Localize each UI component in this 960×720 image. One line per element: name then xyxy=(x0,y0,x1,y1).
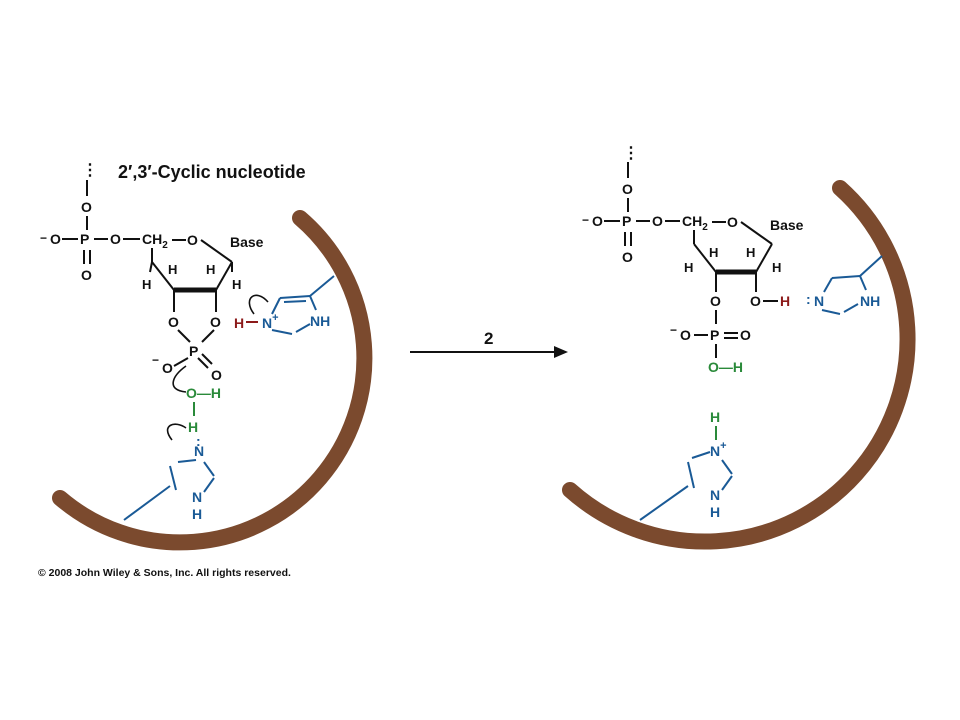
water-H: H xyxy=(188,419,198,435)
reaction-arrow: 2 xyxy=(410,329,568,358)
atom-P-cyclic: P xyxy=(189,343,198,359)
atom-H: H xyxy=(206,262,215,277)
atom-H: H xyxy=(232,277,241,292)
atom-P-right: P xyxy=(622,213,631,229)
atom-P-product: P xyxy=(710,327,719,343)
arrow-water-attack xyxy=(172,365,187,393)
his-NH-right: NH xyxy=(860,293,880,309)
atom-H: H xyxy=(710,504,720,520)
atom-O-bridge: O xyxy=(110,231,121,247)
ring-O-right: O xyxy=(727,214,738,230)
atom-H: H xyxy=(684,260,693,275)
his-N-H-bottom: N xyxy=(710,487,720,503)
atom-O-double: O xyxy=(211,367,222,383)
chain-dots: ⋮ xyxy=(82,162,98,179)
atom-O-top: O xyxy=(81,199,92,215)
atom-H: H xyxy=(192,506,202,522)
atom-H: H xyxy=(142,277,151,292)
left-panel: 2′,3′-Cyclic nucleotide ⋮ O − O P O CH2 … xyxy=(40,162,373,551)
atom-O-left: O xyxy=(50,231,61,247)
atom-O-bottom-right: O xyxy=(622,249,633,265)
transferred-H: H xyxy=(710,409,720,425)
step-number: 2 xyxy=(484,329,493,348)
water-O-H: O—H xyxy=(186,385,221,401)
atom-H: H xyxy=(772,260,781,275)
charge-minus: − xyxy=(40,231,47,245)
atom-H: H xyxy=(168,262,177,277)
his-N-H: N xyxy=(192,489,202,505)
copyright-notice: © 2008 John Wiley & Sons, Inc. All right… xyxy=(38,567,291,579)
atom-O-3prime: O xyxy=(168,314,179,330)
his-N-bottom: N xyxy=(194,443,204,459)
product-proton-H: H xyxy=(780,293,790,309)
charge-minus: − xyxy=(670,323,677,337)
chain-dots-right: ⋮ xyxy=(623,145,639,162)
atom-O-bottom: O xyxy=(81,267,92,283)
ring-O: O xyxy=(187,232,198,248)
arrow-proton-transfer xyxy=(248,294,269,315)
his-N-plus: N+ xyxy=(262,312,279,331)
his-lone-pair: : xyxy=(196,433,201,449)
atom-O-left-right: O xyxy=(592,213,603,229)
atom-O-bridge-right: O xyxy=(652,213,663,229)
enzyme-wall-left xyxy=(52,210,373,551)
product-O-H: O—H xyxy=(708,359,743,375)
charge-minus: − xyxy=(152,353,159,367)
arrow-deprotonation xyxy=(166,423,187,441)
atom-O-top-right: O xyxy=(622,181,633,197)
atom-O-2prime-right: O xyxy=(750,293,761,309)
base-label-right: Base xyxy=(770,217,804,233)
atom-CH2: CH2 xyxy=(142,231,168,251)
base-label: Base xyxy=(230,234,264,250)
atom-O-minus-right: O xyxy=(680,327,691,343)
atom-O-3prime-right: O xyxy=(710,293,721,309)
atom-O-2prime: O xyxy=(210,314,221,330)
his-N-right: N xyxy=(814,293,824,309)
atom-H: H xyxy=(746,245,755,260)
enzyme-wall-right xyxy=(562,180,916,550)
his-lone-pair-right: : xyxy=(806,291,811,307)
proton-H: H xyxy=(234,315,244,331)
his-NH: NH xyxy=(310,313,330,329)
diagram-title: 2′,3′-Cyclic nucleotide xyxy=(118,162,306,182)
atom-P: P xyxy=(80,231,89,247)
charge-minus: − xyxy=(582,213,589,227)
right-panel: ⋮ O − O P O CH2 O O Base H H H H O O H P xyxy=(562,145,916,550)
atom-H: H xyxy=(709,245,718,260)
atom-O-double-right: O xyxy=(740,327,751,343)
atom-O-minus: O xyxy=(162,360,173,376)
his-N-plus-bottom: N+ xyxy=(710,440,727,459)
atom-CH2-right: CH2 xyxy=(682,213,708,233)
